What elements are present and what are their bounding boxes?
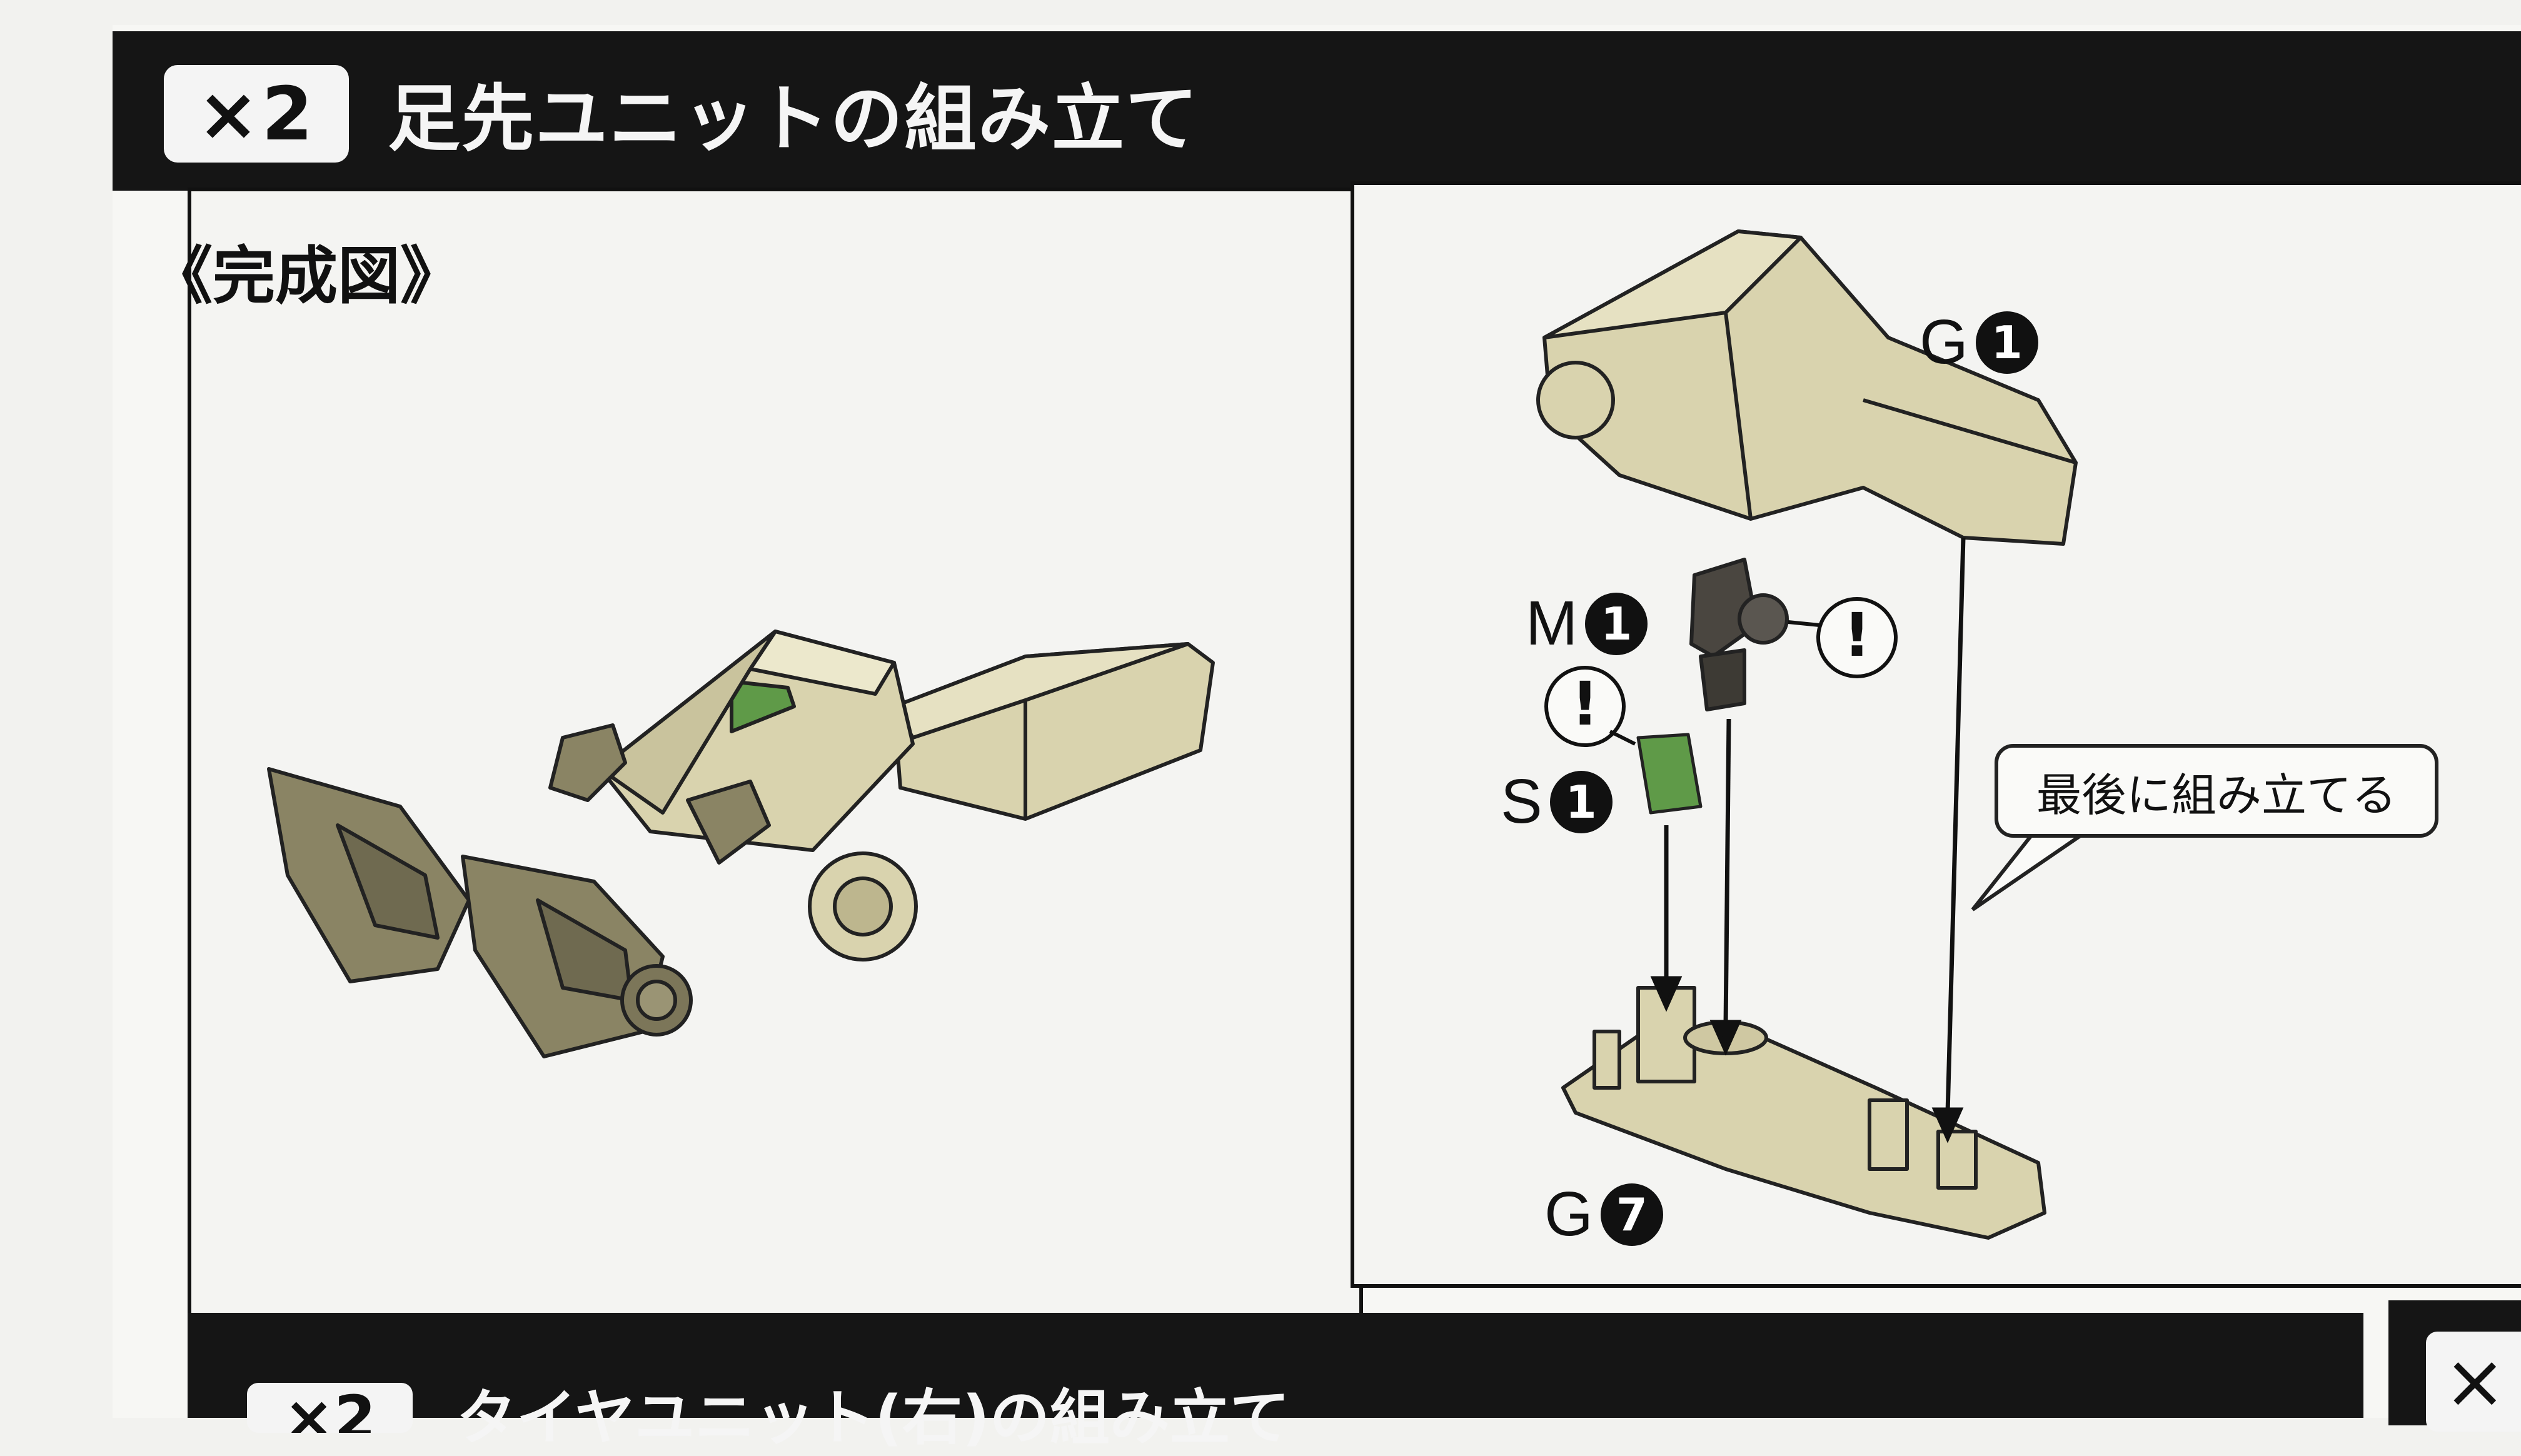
- adjacent-step-badge: ×: [2426, 1332, 2521, 1432]
- part-g1-illustration: [1536, 229, 2078, 546]
- warning-mark-m1: !: [1843, 600, 1871, 670]
- warning-mark-s1: !: [1571, 669, 1599, 739]
- callout-pointer: [1971, 833, 2083, 911]
- part-label-g1: G 1: [1920, 306, 2038, 378]
- part-s1-illustration: [1636, 733, 1703, 815]
- part-label-s1: S 1: [1501, 766, 1613, 838]
- part-letter: M: [1526, 588, 1578, 658]
- part-label-m1: M 1: [1526, 588, 1648, 660]
- warning-marks: [1544, 597, 1898, 747]
- part-g7-illustration: [1561, 986, 2046, 1240]
- part-m1-illustration: [1689, 558, 1789, 711]
- part-letter: G: [1920, 307, 1968, 377]
- quantity-badge: ×2: [164, 65, 349, 163]
- part-number: 7: [1600, 1183, 1663, 1246]
- step-header: [113, 31, 2521, 191]
- next-step-header: [188, 1313, 2363, 1418]
- step-title: 足先ユニットの組み立て: [388, 77, 1199, 161]
- assembly-arrows: [1650, 537, 1966, 1143]
- next-step-title: タイヤユニット(右)の組み立て: [456, 1383, 1290, 1453]
- completed-view-label: 《完成図》: [150, 239, 463, 313]
- illustrations: [267, 229, 2083, 1240]
- part-label-g7: G 7: [1544, 1178, 1663, 1250]
- completed-foot-unit-illustration: [267, 630, 1215, 1058]
- part-number: 1: [1975, 311, 2038, 374]
- part-letter: G: [1544, 1179, 1593, 1249]
- part-number: 1: [1585, 592, 1648, 655]
- part-number: 1: [1549, 770, 1613, 833]
- assembly-note-callout: 最後に組み立てる: [1995, 744, 2438, 838]
- part-letter: S: [1501, 766, 1542, 836]
- next-step-quantity-badge: ×2: [247, 1383, 413, 1433]
